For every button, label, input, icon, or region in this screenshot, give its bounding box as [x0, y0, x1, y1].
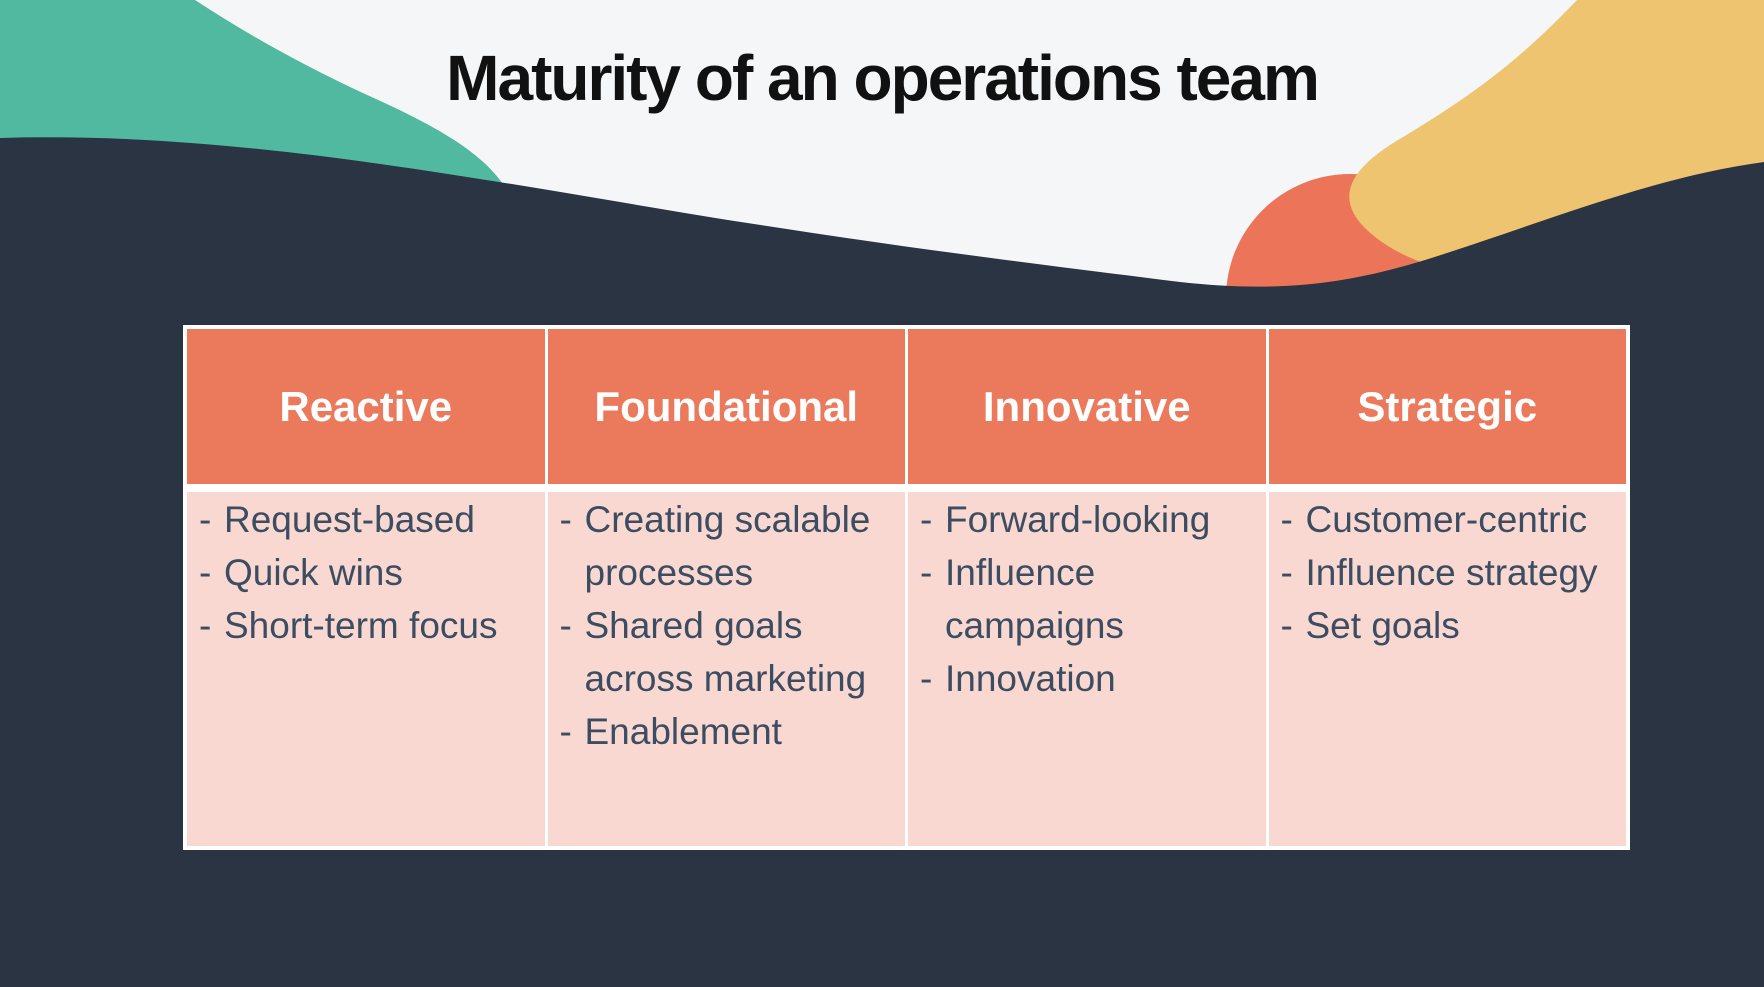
bullet-text: Influence campaigns [945, 552, 1124, 646]
bullet-item: - Innovation [920, 652, 1262, 705]
header-cell-strategic: Strategic [1268, 329, 1626, 484]
bullet-text: Request-based [224, 499, 475, 540]
bullet-dash: - [199, 605, 212, 646]
bullet-dash: - [199, 552, 212, 593]
bullet-text: Forward-looking [945, 499, 1211, 540]
bullet-item: - Forward-looking [920, 493, 1262, 546]
bullet-dash: - [559, 499, 572, 540]
bullet-item: - Enablement [560, 705, 902, 758]
bullet-dash: - [920, 499, 933, 540]
bullet-text: Influence strategy [1305, 552, 1598, 593]
bullet-item: - Customer-centric [1281, 493, 1623, 546]
bullet-item: - Set goals [1281, 599, 1623, 652]
bullet-item: - Influence campaigns [920, 546, 1262, 652]
bullet-text: Shared goals across marketing [584, 605, 867, 699]
body-cell-innovative: - Forward-looking - Influence campaigns … [908, 492, 1266, 846]
bullet-dash: - [559, 605, 572, 646]
bullet-dash: - [559, 711, 572, 752]
header-cell-reactive: Reactive [187, 329, 545, 484]
bullet-text: Customer-centric [1305, 499, 1588, 540]
bullet-dash: - [1280, 605, 1293, 646]
bullet-item: - Creating scalable processes [560, 493, 902, 599]
bullet-item: - Shared goals across marketing [560, 599, 902, 705]
bullet-text: Creating scalable processes [584, 499, 871, 593]
bullet-dash: - [199, 499, 212, 540]
page-title: Maturity of an operations team [446, 42, 1320, 114]
header-cell-foundational: Foundational [547, 329, 905, 484]
bullet-text: Quick wins [224, 552, 403, 593]
body-cell-reactive: - Request-based - Quick wins - Short-ter… [187, 492, 545, 846]
bullet-text: Set goals [1305, 605, 1460, 646]
bullet-text: Enablement [584, 711, 782, 752]
bullet-text: Short-term focus [224, 605, 498, 646]
bullet-item: - Request-based [199, 493, 541, 546]
body-cell-foundational: - Creating scalable processes - Shared g… [547, 492, 905, 846]
body-cell-strategic: - Customer-centric - Influence strategy … [1268, 492, 1626, 846]
bullet-dash: - [1280, 499, 1293, 540]
bullet-dash: - [1280, 552, 1293, 593]
bullet-item: - Short-term focus [199, 599, 541, 652]
bullet-dash: - [920, 552, 933, 593]
bullet-item: - Quick wins [199, 546, 541, 599]
bullet-text: Innovation [945, 658, 1116, 699]
bullet-item: - Influence strategy [1281, 546, 1623, 599]
header-cell-innovative: Innovative [908, 329, 1266, 484]
bullet-dash: - [920, 658, 933, 699]
